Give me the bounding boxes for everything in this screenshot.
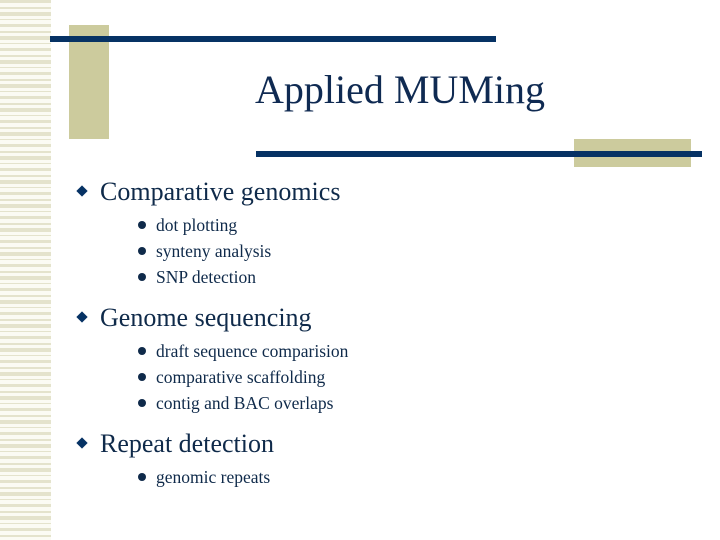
dot-bullet-icon	[138, 473, 146, 481]
bullet-level2: dot plotting	[76, 212, 696, 238]
diamond-bullet-icon	[76, 437, 88, 449]
bullet-level2: contig and BAC overlaps	[76, 390, 696, 416]
section-heading: Genome sequencing	[100, 303, 312, 332]
dot-bullet-icon	[138, 247, 146, 255]
dot-bullet-icon	[138, 347, 146, 355]
bullet-text: draft sequence comparision	[156, 341, 349, 361]
section-repeat-detection: Repeat detection genomic repeats	[76, 424, 696, 490]
bullet-text: contig and BAC overlaps	[156, 393, 334, 413]
dot-bullet-icon	[138, 373, 146, 381]
diamond-bullet-icon	[76, 311, 88, 323]
sub-bullet-list: draft sequence comparision comparative s…	[76, 338, 696, 416]
section-genome-sequencing: Genome sequencing draft sequence compari…	[76, 298, 696, 416]
bullet-text: SNP detection	[156, 267, 256, 287]
bullet-level2: draft sequence comparision	[76, 338, 696, 364]
dot-bullet-icon	[138, 221, 146, 229]
decorative-stripes	[0, 0, 51, 540]
bullet-level2: genomic repeats	[76, 464, 696, 490]
title-rule-top	[50, 36, 496, 42]
sub-bullet-list: dot plotting synteny analysis SNP detect…	[76, 212, 696, 290]
bullet-text: dot plotting	[156, 215, 238, 235]
bullet-text: genomic repeats	[156, 467, 271, 487]
section-heading: Comparative genomics	[100, 177, 341, 206]
title-rule-bottom	[256, 151, 702, 157]
accent-block-top	[69, 25, 109, 139]
section-comparative-genomics: Comparative genomics dot plotting synten…	[76, 172, 696, 290]
bullet-level2: synteny analysis	[76, 238, 696, 264]
bullet-text: synteny analysis	[156, 241, 272, 261]
bullet-level2: SNP detection	[76, 264, 696, 290]
bullet-level1: Genome sequencing	[76, 298, 696, 338]
slide-body: Comparative genomics dot plotting synten…	[76, 172, 696, 498]
dot-bullet-icon	[138, 273, 146, 281]
section-heading: Repeat detection	[100, 429, 274, 458]
sub-bullet-list: genomic repeats	[76, 464, 696, 490]
bullet-level1: Comparative genomics	[76, 172, 696, 212]
diamond-bullet-icon	[76, 185, 88, 197]
dot-bullet-icon	[138, 399, 146, 407]
bullet-level2: comparative scaffolding	[76, 364, 696, 390]
slide-title: Applied MUMing	[255, 67, 545, 112]
bullet-level1: Repeat detection	[76, 424, 696, 464]
bullet-text: comparative scaffolding	[156, 367, 326, 387]
